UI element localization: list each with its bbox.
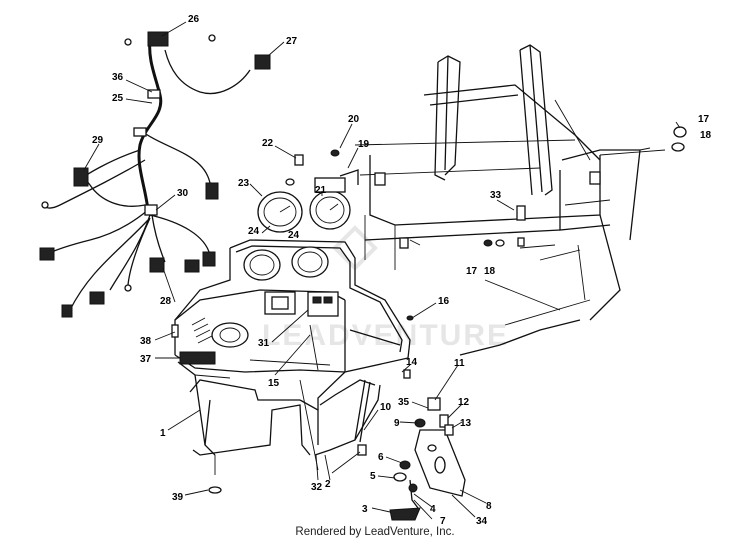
callout-32: 32	[311, 482, 323, 493]
callout-28: 28	[160, 296, 172, 307]
callout-22: 22	[262, 138, 274, 149]
callout-9: 9	[394, 418, 400, 429]
frame	[354, 44, 651, 356]
callout-30: 30	[177, 188, 189, 199]
callout-17-top: 17	[698, 114, 710, 125]
callout-24-left: 24	[248, 226, 260, 237]
callout-38: 38	[140, 336, 152, 347]
dash-console	[174, 239, 411, 410]
callout-27: 27	[286, 36, 298, 47]
callout-35: 35	[398, 397, 410, 408]
callout-13: 13	[460, 418, 472, 429]
callout-39: 39	[172, 492, 184, 503]
callout-25: 25	[112, 93, 124, 104]
callout-26: 26	[188, 14, 200, 25]
callout-34: 34	[476, 516, 488, 527]
callout-8: 8	[486, 501, 492, 512]
gauges	[257, 149, 359, 233]
callout-33: 33	[490, 190, 502, 201]
callout-labels: 26 27 36 25 20 22 19 29 23 21 30 24 24 3…	[92, 14, 712, 527]
callout-36: 36	[112, 72, 124, 83]
callout-4: 4	[430, 504, 436, 515]
watermark-text: LEADVENTURE	[262, 319, 509, 352]
callout-31: 31	[258, 338, 270, 349]
callout-3: 3	[362, 504, 368, 515]
callout-37: 37	[140, 354, 152, 365]
footer-credit: Rendered by LeadVenture, Inc.	[295, 526, 455, 538]
watermark: LEADVENTURE	[262, 225, 509, 352]
callout-16: 16	[438, 296, 450, 307]
callout-18-mid: 18	[484, 266, 496, 277]
callout-12: 12	[458, 397, 470, 408]
callout-17-mid: 17	[466, 266, 478, 277]
callout-14: 14	[406, 357, 418, 368]
callout-10: 10	[380, 402, 392, 413]
callout-29: 29	[92, 135, 104, 146]
callout-18-top: 18	[700, 130, 712, 141]
leader-lines	[83, 21, 681, 520]
callout-7: 7	[440, 516, 446, 527]
callout-20: 20	[348, 114, 360, 125]
callout-1: 1	[160, 428, 166, 439]
callout-15: 15	[268, 378, 280, 389]
callout-2: 2	[325, 479, 331, 490]
callout-19: 19	[358, 139, 370, 150]
wiring-harness	[39, 31, 271, 318]
callout-6: 6	[378, 452, 384, 463]
callout-23: 23	[238, 178, 250, 189]
callout-5: 5	[370, 471, 376, 482]
callout-24-right: 24	[288, 230, 300, 241]
callout-11: 11	[454, 358, 465, 369]
bracket-hardware	[171, 126, 687, 521]
callout-21: 21	[315, 185, 327, 196]
